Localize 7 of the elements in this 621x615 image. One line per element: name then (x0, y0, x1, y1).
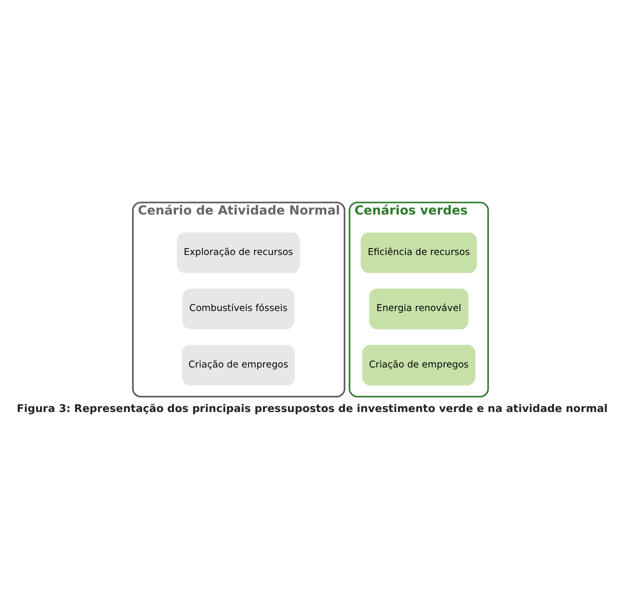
node-box: Exploração de recursos (176, 232, 300, 273)
node-box: Criação de empregos (182, 344, 295, 385)
caption: Figura 3: Representação dos principais pressupostos de investimento verde e na atividade normal (16, 402, 608, 415)
node-box: Energia renovável (369, 288, 468, 329)
node-box: Criação de empregos (362, 344, 476, 385)
node-box: Combustíveis fósseis (182, 288, 294, 329)
node-box: Eficiência de recursos (360, 232, 477, 273)
